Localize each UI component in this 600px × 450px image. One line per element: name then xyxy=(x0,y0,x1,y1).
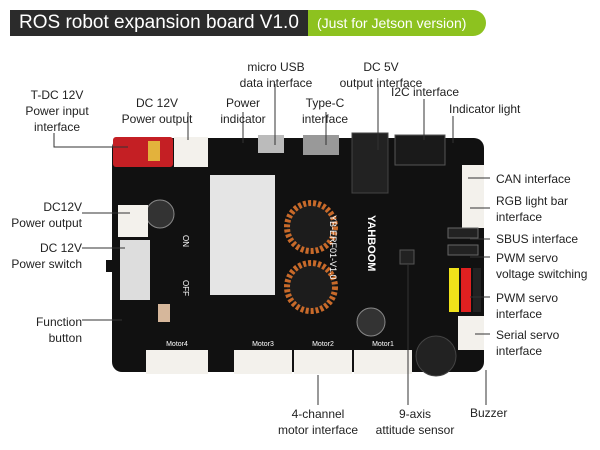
board-model-text: YB-ERF01-V1.0 xyxy=(328,215,338,280)
inductor xyxy=(284,260,338,314)
motor3-label: Motor3 xyxy=(252,341,274,348)
label-can: CAN interface xyxy=(496,172,571,186)
motor1-connector xyxy=(354,350,412,374)
serial-servo-connector xyxy=(458,316,484,350)
pcb xyxy=(112,138,484,372)
i2c-header xyxy=(394,134,446,166)
board-brand-text: YAHBOOM xyxy=(365,215,377,271)
heatsink xyxy=(210,175,275,295)
switch-on-label: ON xyxy=(181,235,190,247)
motor4-label: Motor4 xyxy=(166,341,188,348)
pwm-red-pins xyxy=(461,268,471,312)
dc-jack xyxy=(351,132,389,194)
switch-off-label: OFF xyxy=(181,280,190,296)
motor4-connector xyxy=(146,350,208,374)
motor3-connector xyxy=(234,350,292,374)
power-switch xyxy=(120,240,150,300)
micro-usb-port xyxy=(258,135,284,153)
t-plug-connector xyxy=(113,137,173,167)
motor1-label: Motor1 xyxy=(372,341,394,348)
label-i2c: I2C interface xyxy=(391,85,460,99)
function-key xyxy=(158,304,170,322)
leader-lines xyxy=(53,84,490,405)
typec-port xyxy=(303,135,339,155)
label-sbus: SBUS interface xyxy=(496,232,579,246)
page-title: ROS robot expansion board V1.0 xyxy=(10,10,308,36)
label-buzzer: Buzzer xyxy=(470,406,508,420)
page-subtitle: (Just for Jetson version) xyxy=(308,10,486,36)
dc12-left-connector xyxy=(118,205,148,237)
inductor xyxy=(284,200,338,254)
motor2-label: Motor2 xyxy=(312,341,334,348)
imu-chip xyxy=(399,249,415,265)
label-indicator-light: Indicator light xyxy=(449,102,521,116)
pwm-yellow-pins xyxy=(449,268,459,312)
buzzer xyxy=(415,335,457,377)
dc12-output-connector xyxy=(174,137,208,167)
motor2-connector xyxy=(294,350,352,374)
